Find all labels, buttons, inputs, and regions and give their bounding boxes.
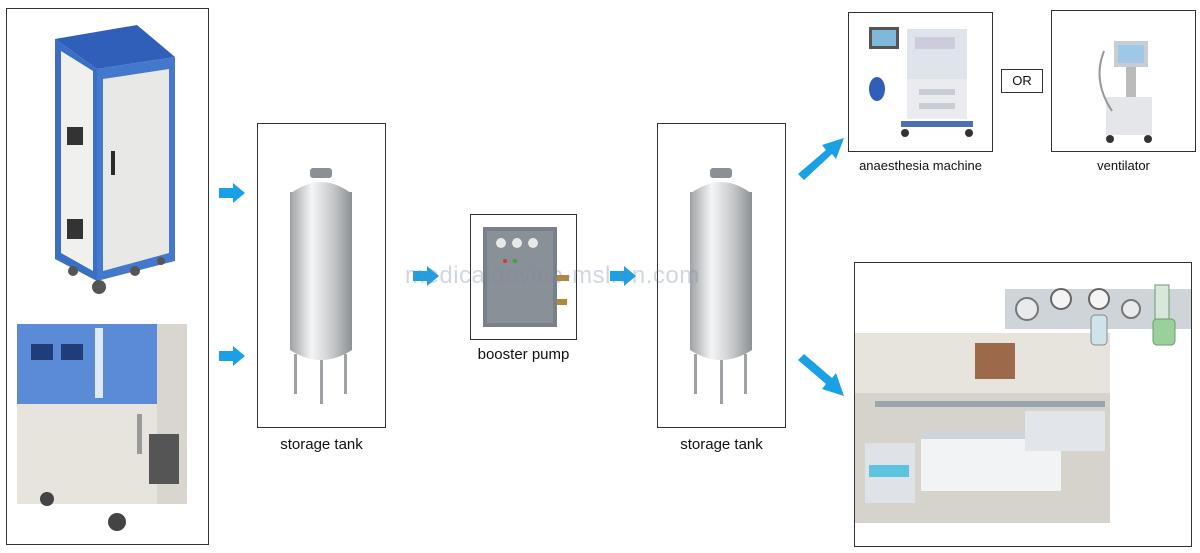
- hospital-ward-image: [855, 284, 1191, 523]
- arrow-down-right-icon: [798, 354, 844, 396]
- arrow-up-right-icon: [798, 138, 844, 180]
- ventilator-image: [1098, 41, 1152, 143]
- storage-tank-2-panel: [657, 123, 786, 428]
- storage-tank-1-panel: [257, 123, 386, 428]
- booster-pump-label: booster pump: [477, 346, 570, 363]
- storage-tank-2-label: storage tank: [680, 436, 763, 453]
- storage-tank-image: [290, 168, 352, 404]
- ventilator-panel: [1051, 10, 1196, 152]
- storage-tank-image: [690, 168, 752, 404]
- arrow-right-icon: [610, 266, 636, 286]
- anaesthesia-machine-image: [869, 27, 973, 137]
- arrow-right-icon: [413, 266, 439, 286]
- arrow-right-icon: [219, 346, 245, 366]
- or-separator: OR: [1001, 69, 1043, 93]
- booster-pump-image: [483, 227, 569, 327]
- ventilator-label: ventilator: [1097, 158, 1150, 173]
- hospital-ward-panel: [854, 262, 1192, 547]
- oxygen-generator-unit-image: [17, 324, 187, 531]
- watermark: medicaldevice-msl.en.com: [405, 262, 700, 289]
- arrow-right-icon: [219, 183, 245, 203]
- booster-pump-panel: [470, 214, 577, 340]
- oxygen-generator-cabinet-image: [55, 25, 175, 294]
- storage-tank-1-label: storage tank: [280, 436, 363, 453]
- anaesthesia-machine-panel: [848, 12, 993, 152]
- anaesthesia-machine-label: anaesthesia machine: [859, 158, 982, 173]
- oxygen-generators-panel: [6, 8, 209, 545]
